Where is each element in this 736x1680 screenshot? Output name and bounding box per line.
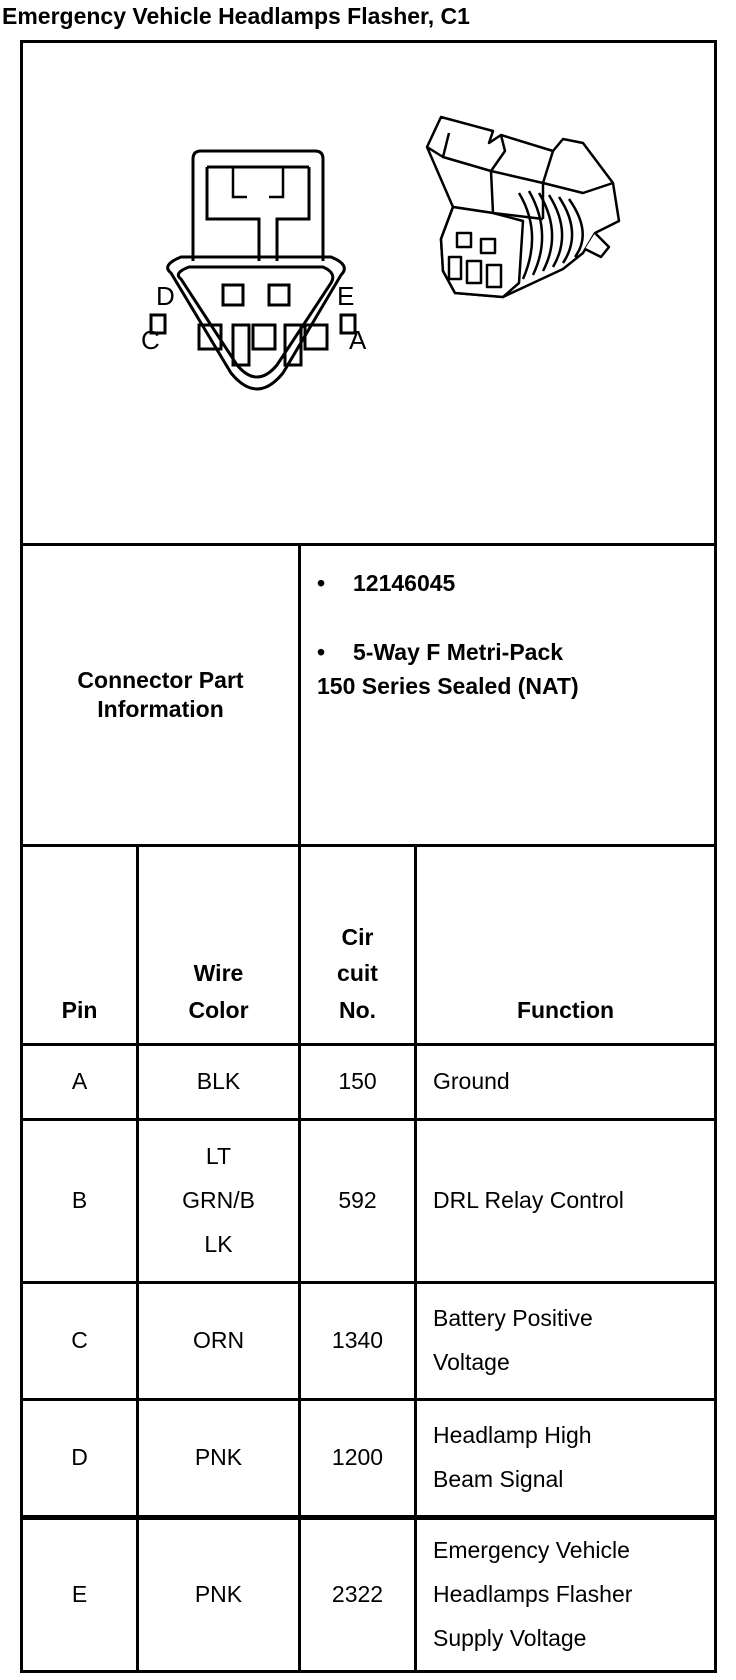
circuit-value: 150	[338, 1068, 377, 1095]
function-value: DRL Relay Control	[433, 1187, 624, 1214]
cpi-label-line: Information	[97, 696, 224, 722]
pin-value: A	[71, 1068, 88, 1095]
function-value: Battery Positive	[433, 1305, 593, 1332]
connector-diagram-cell: D E C A	[20, 40, 717, 546]
connector-part-info-row: Connector Part Information • 12146045 • 5-…	[20, 543, 717, 847]
circuit-value: 2322	[331, 1581, 384, 1608]
connector-iso-view	[425, 115, 621, 299]
pin-label-a: A	[349, 325, 367, 355]
pin-label-c: C	[141, 325, 160, 355]
pin-value: D	[71, 1444, 88, 1471]
header-circuit-line: Cir	[341, 923, 374, 950]
pin-value: E	[71, 1581, 88, 1608]
pin-cell: D	[20, 1398, 139, 1520]
header-wire-color-line: Wire	[193, 960, 244, 987]
function-value: Headlamps Flasher	[433, 1581, 633, 1608]
bullet-icon: •	[317, 570, 326, 596]
wire-color-cell: BLK	[136, 1043, 301, 1121]
connector-table: D E C A	[20, 40, 717, 1673]
wire-color-value: LT	[205, 1143, 232, 1170]
connector-face-view	[149, 149, 357, 391]
wire-color-value: PNK	[194, 1581, 243, 1608]
wire-color-cell: PNK	[136, 1398, 301, 1520]
connector-pin-labels: D E C A	[141, 281, 367, 355]
wire-color-value: PNK	[194, 1444, 243, 1471]
part-number: 12146045	[353, 570, 456, 596]
function-cell: DRL Relay Control	[414, 1118, 717, 1284]
pin-cell: C	[20, 1281, 139, 1401]
wire-color-cell: PNK	[136, 1515, 301, 1673]
table-row: D PNK 1200 Headlamp High Beam Signal	[20, 1398, 717, 1520]
cpi-label-line: Connector Part	[77, 667, 244, 694]
table-row: B LT GRN/B LK 592 DRL Relay Control	[20, 1118, 717, 1284]
circuit-cell: 150	[298, 1043, 417, 1121]
circuit-value: 1340	[331, 1327, 384, 1354]
function-value: Voltage	[433, 1349, 510, 1375]
wire-color-value: GRN/B	[182, 1187, 255, 1214]
pin-value: B	[71, 1187, 88, 1214]
wire-color-cell: LT GRN/B LK	[136, 1118, 301, 1284]
function-cell: Emergency Vehicle Headlamps Flasher Supp…	[414, 1515, 717, 1673]
bullet-icon: •	[317, 638, 326, 665]
header-circuit-no: Cir cuit No.	[298, 844, 417, 1046]
header-circuit-line: cuit	[337, 960, 378, 987]
circuit-value: 592	[338, 1187, 377, 1214]
pin-cell: A	[20, 1043, 139, 1121]
wire-color-value: BLK	[196, 1068, 241, 1095]
connector-part-info-values: • 12146045 • 5-Way F Metri-Pack 150 Series…	[298, 543, 717, 847]
function-value: Beam Signal	[433, 1466, 564, 1492]
circuit-cell: 2322	[298, 1515, 417, 1673]
wire-color-cell: ORN	[136, 1281, 301, 1401]
table-row: A BLK 150 Ground	[20, 1043, 717, 1121]
function-cell: Battery Positive Voltage	[414, 1281, 717, 1401]
header-function-text: Function	[516, 997, 615, 1024]
wire-color-value: LK	[204, 1230, 233, 1257]
header-circuit-line: No.	[338, 997, 377, 1024]
function-value: Headlamp High	[433, 1422, 592, 1449]
function-value: Ground	[433, 1068, 510, 1095]
function-cell: Ground	[414, 1043, 717, 1121]
circuit-value: 1200	[331, 1444, 384, 1471]
pin-label-e: E	[337, 281, 354, 311]
pin-label-d: D	[156, 281, 175, 311]
part-description-line1: 5-Way F Metri-Pack	[353, 638, 564, 665]
wire-color-value: ORN	[192, 1327, 245, 1354]
function-value: Emergency Vehicle	[433, 1537, 630, 1564]
header-wire-color: Wire Color	[136, 844, 301, 1046]
pin-cell: B	[20, 1118, 139, 1284]
connector-diagram: D E C A	[141, 115, 621, 391]
header-pin-text: Pin	[61, 997, 98, 1024]
pin-value: C	[71, 1327, 88, 1354]
table-row: E PNK 2322 Emergency Vehicle Headlamps F…	[20, 1515, 717, 1673]
function-cell: Headlamp High Beam Signal	[414, 1398, 717, 1520]
page-title: Emergency Vehicle Headlamps Flasher, C1	[2, 3, 470, 29]
header-wire-color-line: Color	[188, 997, 249, 1024]
diagram-row: D E C A	[20, 40, 717, 546]
circuit-cell: 1200	[298, 1398, 417, 1520]
header-row: Pin Wire Color Cir cuit No. Function	[20, 844, 717, 1046]
function-value: Supply Voltage	[433, 1624, 587, 1651]
header-pin: Pin	[20, 844, 139, 1046]
connector-part-info-label: Connector Part Information	[20, 543, 301, 847]
part-description-line2: 150 Series Sealed (NAT)	[317, 673, 579, 699]
circuit-cell: 592	[298, 1118, 417, 1284]
header-function: Function	[414, 844, 717, 1046]
table-row: C ORN 1340 Battery Positive Voltage	[20, 1281, 717, 1401]
circuit-cell: 1340	[298, 1281, 417, 1401]
pin-cell: E	[20, 1515, 139, 1673]
